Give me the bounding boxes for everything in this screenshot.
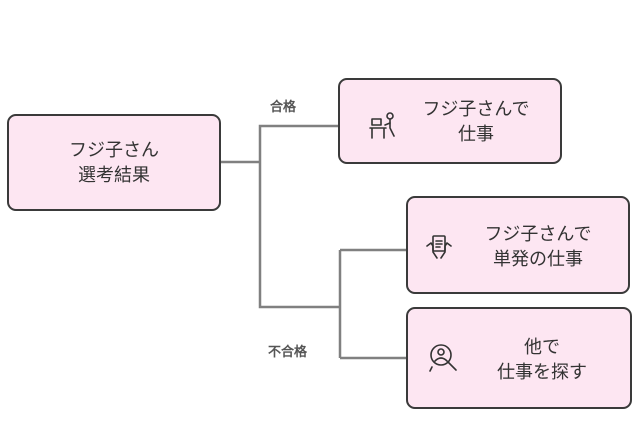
outcome-find-other-work: 他で 仕事を探す: [406, 307, 632, 409]
root-node-label: フジ子さん 選考結果: [9, 138, 219, 188]
fail-label: 不合格: [268, 345, 308, 360]
outcome-work-at-fujiko-line-1: フジ子さんで: [422, 99, 530, 120]
pass-label: 合格: [270, 100, 297, 115]
person-at-desk-icon: [369, 112, 395, 139]
holding-document-icon: [426, 235, 452, 259]
outcome-one-off-work-label: フジ子さんで 単発の仕事: [462, 222, 614, 272]
connector-pass: [258, 124, 338, 162]
outcome-one-off-work-line-1: フジ子さんで: [484, 224, 592, 245]
outcome-find-other-work-line-1: 他で: [524, 337, 560, 358]
outcome-work-at-fujiko: フジ子さんで 仕事: [338, 78, 562, 164]
root-node-line-2: 選考結果: [78, 165, 150, 186]
connector-fail: [258, 162, 340, 309]
outcome-find-other-work-label: 他で 仕事を探す: [468, 335, 616, 385]
outcome-one-off-work-line-2: 単発の仕事: [493, 249, 583, 270]
outcome-work-at-fujiko-line-2: 仕事: [458, 124, 494, 145]
root-node: フジ子さん 選考結果: [7, 114, 221, 211]
outcome-find-other-work-line-2: 仕事を探す: [497, 362, 587, 383]
person-search-icon: [429, 344, 457, 372]
root-node-line-1: フジ子さん: [69, 140, 159, 161]
outcome-work-at-fujiko-label: フジ子さんで 仕事: [406, 97, 546, 147]
outcome-one-off-work: フジ子さんで 単発の仕事: [406, 196, 630, 294]
